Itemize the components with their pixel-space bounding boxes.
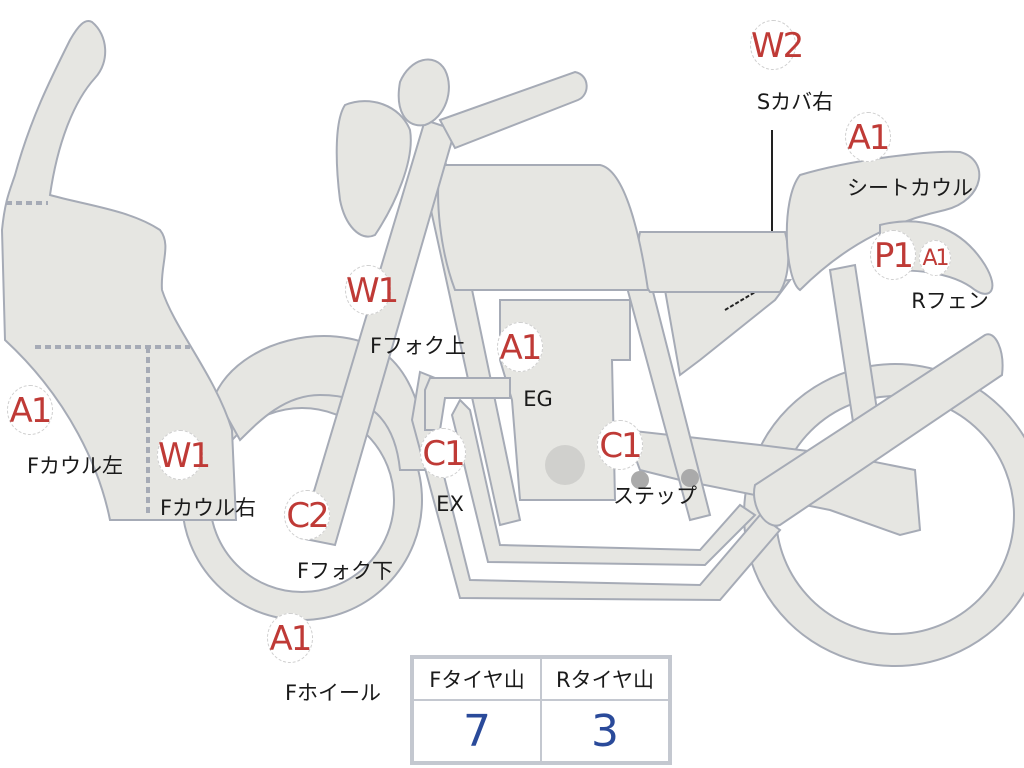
damage-code-seat-cowl: A1	[845, 112, 891, 162]
label-cowl-right: Fカウル右	[159, 496, 257, 520]
damage-code-rear-fender: P1	[870, 230, 916, 280]
fuel-tank	[437, 164, 650, 291]
damage-code-step: C1	[597, 420, 643, 470]
label-step: ステップ	[613, 484, 697, 508]
handlebar	[438, 70, 588, 150]
side-cover	[663, 278, 793, 377]
exhaust-header	[424, 377, 511, 431]
front-cowl	[0, 20, 238, 521]
label-fork-lower: Fフォク下	[296, 559, 394, 583]
front-tire-value: 7	[413, 700, 541, 762]
damage-code-rear-fender-secondary: A1	[919, 240, 951, 276]
exhaust-pipe	[410, 370, 782, 602]
engine-cover	[545, 445, 585, 485]
label-exhaust: EX	[436, 492, 464, 516]
footpeg	[681, 469, 699, 487]
damage-code-exhaust: C1	[420, 428, 466, 478]
rear-tire-value: 3	[541, 700, 669, 762]
front-tire-header: Fタイヤ山	[413, 658, 541, 700]
damage-code-cowl-right: W1	[157, 430, 211, 480]
label-front-wheel: Fホイール	[284, 681, 382, 705]
label-fork-upper: Fフォク上	[369, 334, 467, 358]
damage-code-fork-upper: W1	[345, 265, 399, 315]
damage-code-fork-lower: C2	[284, 490, 330, 540]
damage-code-front-wheel: A1	[267, 613, 313, 663]
label-side-cover: Sカバ右	[756, 90, 834, 114]
headlight	[335, 100, 412, 238]
tire-tread-table: Fタイヤ山 Rタイヤ山 7 3	[410, 655, 672, 765]
cowl-panel-lines	[6, 201, 190, 515]
rear-tire-header: Rタイヤ山	[541, 658, 669, 700]
footpeg	[631, 471, 649, 489]
label-cowl-left: Fカウル左	[26, 454, 124, 478]
label-engine: EG	[523, 387, 553, 411]
damage-code-side-cover: W2	[750, 20, 804, 70]
damage-code-engine: A1	[497, 322, 543, 372]
label-rear-fender: Rフェン	[911, 289, 989, 313]
muffler	[753, 333, 1004, 527]
mirror	[397, 58, 450, 127]
exhaust-pipe-inner	[450, 398, 757, 567]
seat-cowl	[785, 150, 981, 292]
damage-code-cowl-left: A1	[7, 385, 53, 435]
seat	[637, 231, 790, 293]
label-seat-cowl: シートカウル	[847, 176, 973, 200]
